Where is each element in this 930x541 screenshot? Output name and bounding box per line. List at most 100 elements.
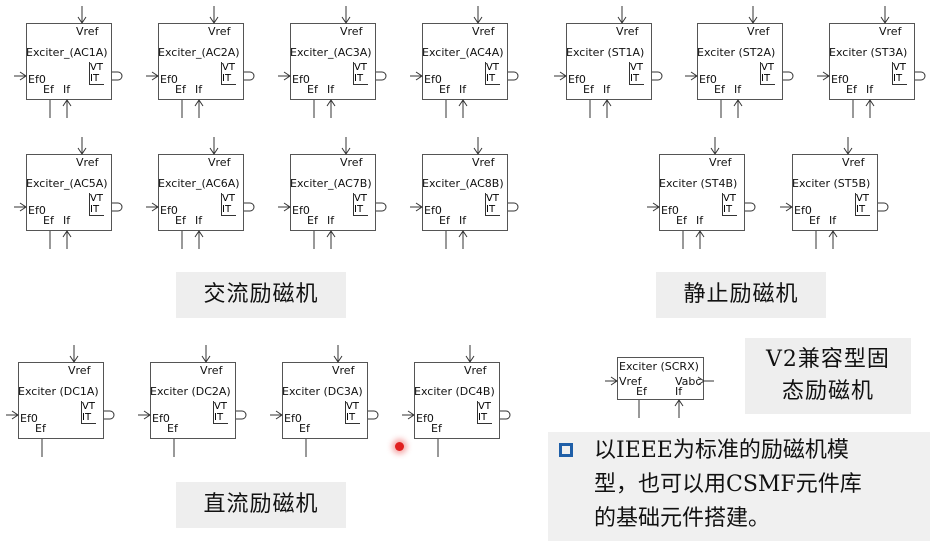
output-arrows-icon [783, 71, 794, 81]
port-vref: Vref [709, 156, 732, 169]
caption-v2-exciter: V2兼容型固 态励磁机 [745, 338, 911, 414]
port-vt: VT [90, 62, 103, 73]
port-ef: Ef [175, 214, 186, 227]
arrow-up-icon [602, 99, 612, 107]
exciter-title: Exciter_(AC3A) [290, 46, 372, 59]
port-it: IT [723, 204, 733, 215]
port-vref: Vref [616, 25, 639, 38]
port-it: IT [222, 73, 232, 84]
port-if: If [63, 83, 71, 96]
port-vref: Vref [879, 25, 902, 38]
port-if: If [459, 214, 467, 227]
port-ef0: Ef0 [292, 204, 310, 217]
note-box: 以IEEE为标准的励磁机模 型，也可以用CSMF元件库 的基础元件搭建。 [548, 432, 930, 541]
exciter-title: Exciter (SCRX) [619, 360, 699, 373]
square-bullet-icon [559, 443, 573, 457]
port-ef: Ef [43, 83, 54, 96]
port-it: IT [856, 204, 866, 215]
port-ef: Ef [439, 214, 450, 227]
port-vref: Vref [200, 364, 223, 377]
port-ef: Ef [636, 385, 647, 398]
port-vref: Vref [340, 25, 363, 38]
port-ef: Ef [35, 422, 46, 435]
output-arrows-icon [112, 202, 123, 212]
port-it: IT [214, 412, 224, 423]
caption-ac-exciter: 交流励磁机 [176, 272, 346, 318]
port-it: IT [354, 204, 364, 215]
port-ef: Ef [809, 214, 820, 227]
port-ef: Ef [431, 422, 442, 435]
port-vabc: Vabc [675, 375, 702, 388]
port-if: If [63, 214, 71, 227]
port-vref: Vref [332, 364, 355, 377]
arrow-up-icon [865, 99, 875, 107]
port-it: IT [354, 73, 364, 84]
port-vt: VT [630, 62, 643, 73]
port-ef0: Ef0 [28, 204, 46, 217]
port-if: If [603, 83, 611, 96]
exciter-title: Exciter_(AC8B) [422, 177, 504, 190]
exciter-title: Exciter (ST3A) [829, 46, 908, 59]
port-ef: Ef [307, 83, 318, 96]
port-ef0: Ef0 [424, 73, 442, 86]
arrow-up-icon [733, 99, 743, 107]
output-arrows-icon [508, 202, 519, 212]
port-ef: Ef [307, 214, 318, 227]
arrow-up-icon [62, 99, 72, 107]
exciter-title: Exciter (DC3A) [282, 385, 363, 398]
port-vt: VT [90, 193, 103, 204]
port-ef0: Ef0 [292, 73, 310, 86]
port-vt: VT [222, 193, 235, 204]
caption-v2-line1: V2兼容型固 [766, 347, 890, 372]
port-ef0: Ef0 [424, 204, 442, 217]
port-if: If [195, 214, 203, 227]
port-vt: VT [723, 193, 736, 204]
exciter-title: Exciter_(AC7B) [290, 177, 372, 190]
port-it: IT [761, 73, 771, 84]
port-ef0: Ef0 [568, 73, 586, 86]
output-arrows-icon [112, 71, 123, 81]
exciter-title: Exciter_(AC2A) [158, 46, 240, 59]
exciter-title: Exciter (ST1A) [566, 46, 645, 59]
exciter-title: Exciter_(AC6A) [158, 177, 240, 190]
port-ef0: Ef0 [160, 204, 178, 217]
arrow-up-icon [194, 99, 204, 107]
port-vt: VT [214, 401, 227, 412]
output-arrows-icon [508, 71, 519, 81]
port-ef0: Ef0 [160, 73, 178, 86]
caption-static-exciter: 静止励磁机 [656, 272, 826, 318]
port-vt: VT [893, 62, 906, 73]
port-if: If [675, 385, 683, 398]
port-vref: Vref [340, 156, 363, 169]
port-ef0: Ef0 [831, 73, 849, 86]
output-arrows-icon [244, 202, 255, 212]
exciter-title: Exciter (DC1A) [18, 385, 99, 398]
port-ef: Ef [846, 83, 857, 96]
port-it: IT [346, 412, 356, 423]
output-arrows-icon [745, 202, 756, 212]
exciter-title: Exciter (DC2A) [150, 385, 231, 398]
